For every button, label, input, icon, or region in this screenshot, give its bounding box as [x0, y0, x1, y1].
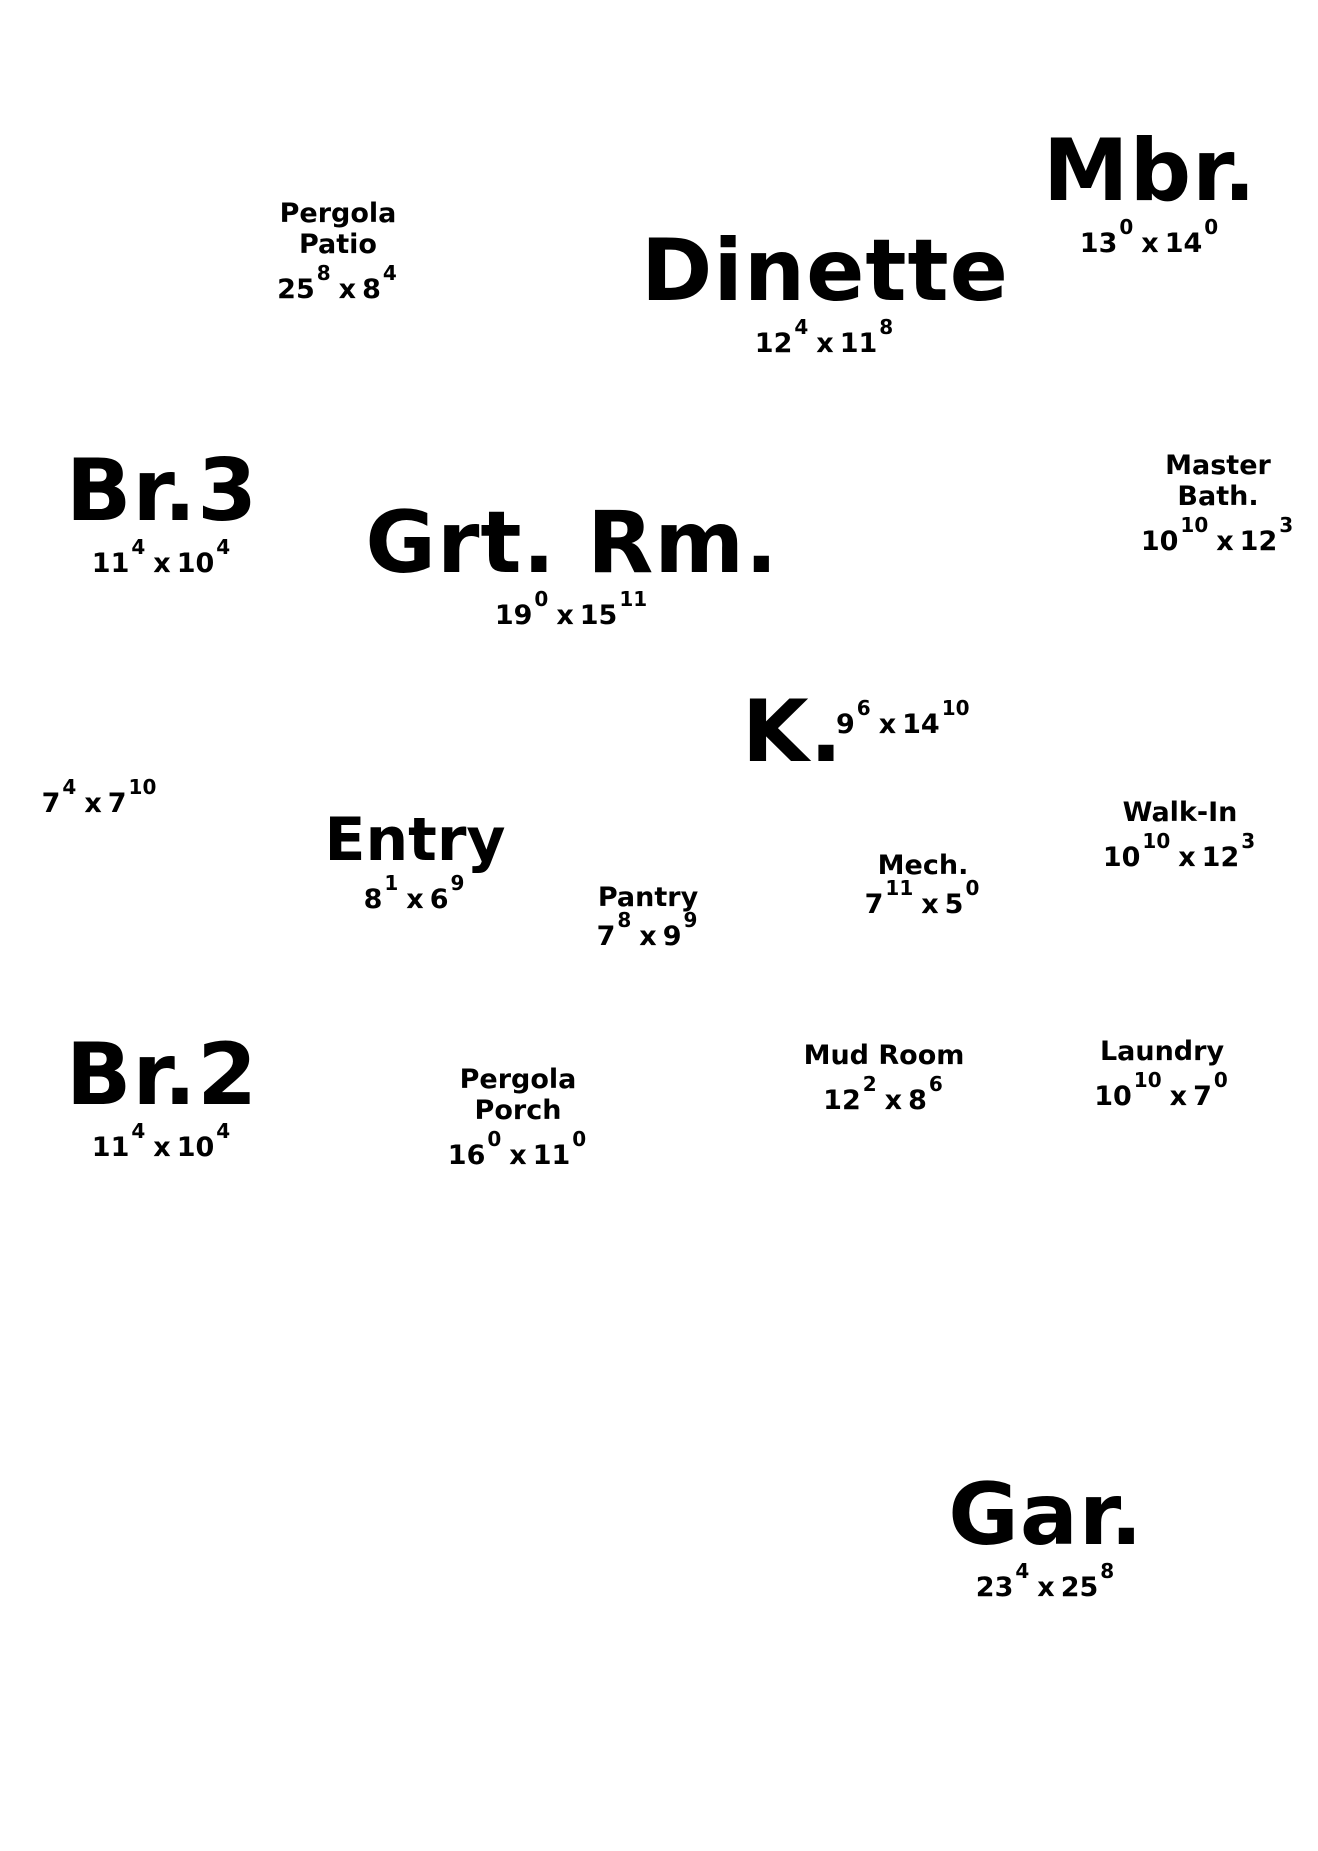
room-name-line1: Master	[1165, 450, 1271, 481]
room-name: Br.2	[65, 1025, 259, 1125]
room-name-line2: Porch	[474, 1095, 562, 1127]
room-name-line1: Pergola	[459, 1064, 577, 1095]
room-name-line2: Bath.	[1177, 481, 1259, 513]
room-name-line1: Pergola	[279, 198, 397, 229]
room-name: Dinette	[641, 221, 1009, 321]
room-name-line2: Patio	[298, 229, 377, 261]
room-name: Walk-In	[1122, 797, 1238, 828]
room-name: Mud Room	[803, 1040, 965, 1071]
room-name: K.	[742, 682, 844, 782]
room-name: Gar.	[948, 1465, 1144, 1565]
room-name: Pantry	[597, 882, 699, 913]
room-name: Laundry	[1099, 1036, 1225, 1067]
room-name: Br.3	[65, 441, 259, 541]
room-name: Mech.	[877, 850, 969, 881]
room-name: Mbr.	[1043, 121, 1257, 221]
room-name: Entry	[324, 805, 506, 875]
room-name: Grt. Rm.	[365, 493, 779, 593]
